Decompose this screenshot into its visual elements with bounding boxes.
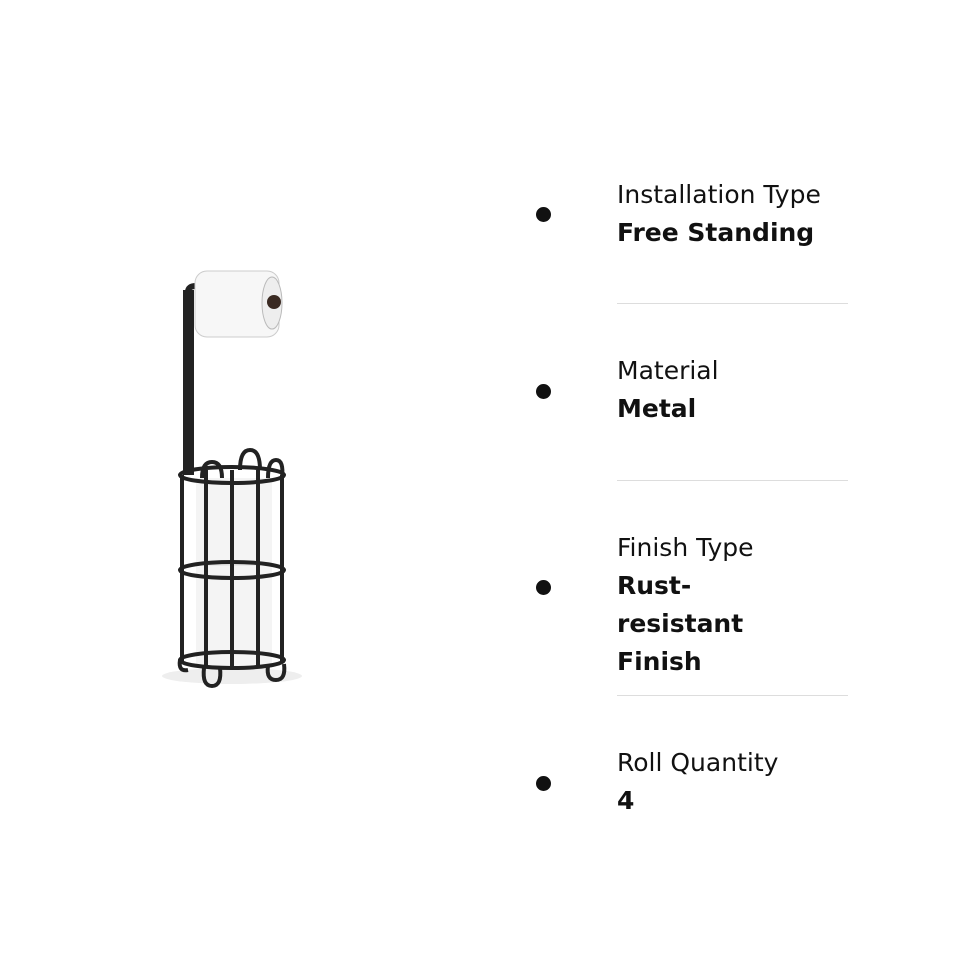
spec-material: Material Metal — [617, 352, 719, 428]
spec-label: Finish Type — [617, 533, 754, 562]
toilet-paper-holder-image — [162, 270, 302, 689]
spec-value: 4 — [617, 786, 635, 815]
bullet-icon — [536, 384, 551, 399]
spec-installation-type: Installation Type Free Standing — [617, 176, 821, 252]
spec-roll-quantity: Roll Quantity 4 — [617, 744, 778, 820]
divider — [617, 695, 848, 696]
spec-label: Installation Type — [617, 180, 821, 209]
divider — [617, 303, 848, 304]
spec-finish-type: Finish Type Rust-resistant Finish — [617, 529, 817, 681]
bullet-icon — [536, 776, 551, 791]
bullet-icon — [536, 580, 551, 595]
bullet-icon — [536, 207, 551, 222]
spec-value: Metal — [617, 394, 697, 423]
divider — [617, 480, 848, 481]
spec-value: Rust-resistant Finish — [617, 571, 744, 676]
spec-label: Material — [617, 356, 719, 385]
spec-value: Free Standing — [617, 218, 815, 247]
spec-label: Roll Quantity — [617, 748, 779, 777]
